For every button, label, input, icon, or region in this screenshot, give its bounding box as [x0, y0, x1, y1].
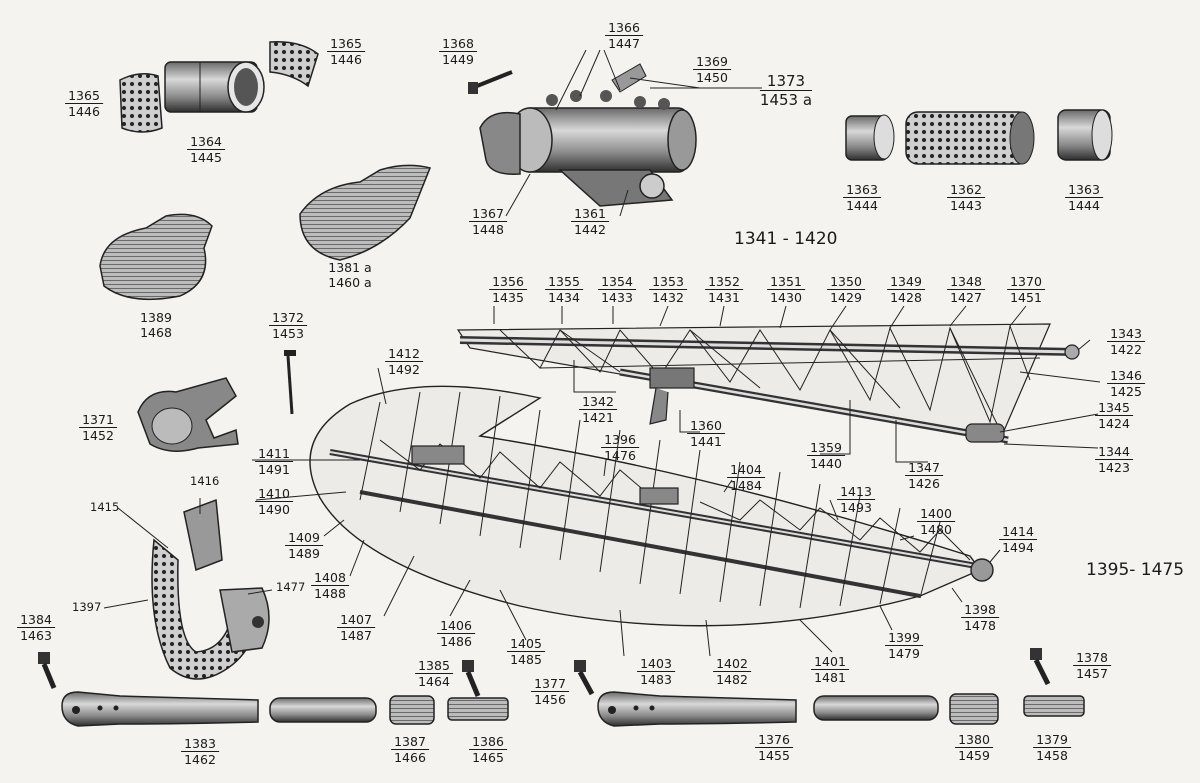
wing-clamp-1360	[649, 367, 695, 425]
fairing-1381	[299, 164, 432, 261]
clamp-assembly-1361	[479, 63, 697, 207]
bolt-1384	[38, 652, 57, 689]
mount-bracket-1397	[151, 498, 270, 680]
part-label-1477: 1477	[276, 580, 306, 594]
strut-end-1376	[597, 691, 797, 727]
part-label-1415: 1415	[90, 500, 120, 514]
ring-1363-right	[1057, 109, 1113, 161]
part-label-1397: 1397	[72, 600, 102, 614]
perforated-half-shell-right	[269, 41, 319, 88]
leader-lines	[103, 49, 1101, 657]
bolt-1368	[468, 70, 513, 94]
tube-right	[813, 695, 939, 721]
bolt-1377	[574, 660, 595, 696]
upper-wing-frame	[456, 323, 1080, 444]
part-label-1416: 1416	[190, 474, 220, 488]
fairing-1389	[99, 213, 213, 301]
fork-end-1379	[1023, 648, 1085, 717]
group-range-top: 1341 - 1420	[734, 229, 838, 249]
threaded-sleeve-1387	[389, 695, 435, 725]
clamp-1371	[137, 377, 239, 452]
sleeve-1364	[164, 61, 265, 113]
perforated-half-shell-left	[119, 73, 163, 133]
fork-end-1386	[447, 660, 509, 721]
pin-1372	[284, 350, 296, 415]
lower-wing-frame	[309, 385, 994, 627]
strut-end-1383	[61, 691, 259, 727]
threaded-sleeve-1380	[949, 693, 999, 725]
perforated-sleeve-1362	[905, 111, 1035, 165]
group-range-bottom: 1395- 1475	[1086, 560, 1185, 580]
tube-left	[269, 697, 377, 723]
ring-1363-left	[845, 114, 895, 161]
